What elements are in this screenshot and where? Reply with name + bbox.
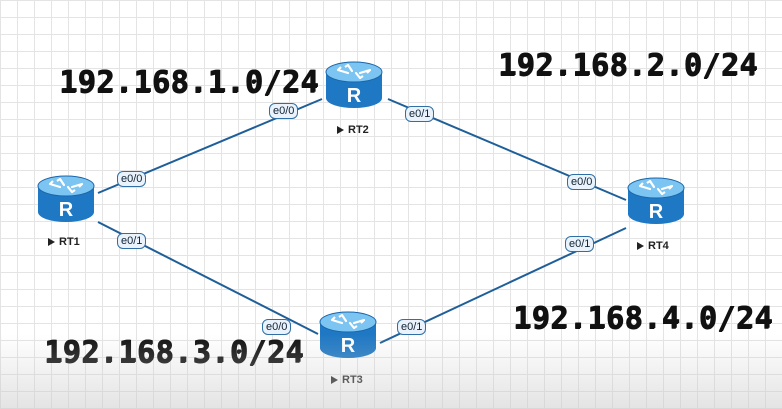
network-label-3: 192.168.3.0/24 — [44, 335, 304, 370]
port-rt1-e0-1: e0/1 — [117, 233, 147, 249]
port-rt3-e0-0: e0/0 — [262, 319, 292, 335]
router-name: RT3 — [342, 374, 363, 386]
router-label-rt3: RT3 — [331, 374, 363, 386]
network-label-4: 192.168.4.0/24 — [513, 301, 773, 336]
router-icon — [34, 170, 98, 226]
port-rt4-e0-0: e0/0 — [567, 174, 597, 190]
port-rt4-e0-1: e0/1 — [565, 236, 595, 252]
router-name: RT1 — [59, 236, 80, 248]
router-icon — [322, 56, 386, 112]
play-icon — [637, 242, 644, 250]
port-rt2-e0-1: e0/1 — [405, 106, 435, 122]
router-icon — [316, 306, 380, 362]
network-label-1: 192.168.1.0/24 — [59, 65, 319, 100]
port-rt1-e0-0: e0/0 — [117, 171, 147, 187]
router-label-rt1: RT1 — [48, 236, 80, 248]
play-icon — [48, 238, 55, 246]
router-name: RT2 — [348, 124, 369, 136]
router-label-rt4: RT4 — [637, 240, 669, 252]
router-rt4[interactable] — [624, 172, 688, 228]
router-rt1[interactable] — [34, 170, 98, 226]
router-rt3[interactable] — [316, 306, 380, 362]
play-icon — [337, 126, 344, 134]
router-icon — [624, 172, 688, 228]
router-label-rt2: RT2 — [337, 124, 369, 136]
router-rt2[interactable] — [322, 56, 386, 112]
port-rt2-e0-0: e0/0 — [269, 103, 299, 119]
router-name: RT4 — [648, 240, 669, 252]
network-label-2: 192.168.2.0/24 — [498, 48, 758, 83]
play-icon — [331, 376, 338, 384]
port-rt3-e0-1: e0/1 — [397, 319, 427, 335]
